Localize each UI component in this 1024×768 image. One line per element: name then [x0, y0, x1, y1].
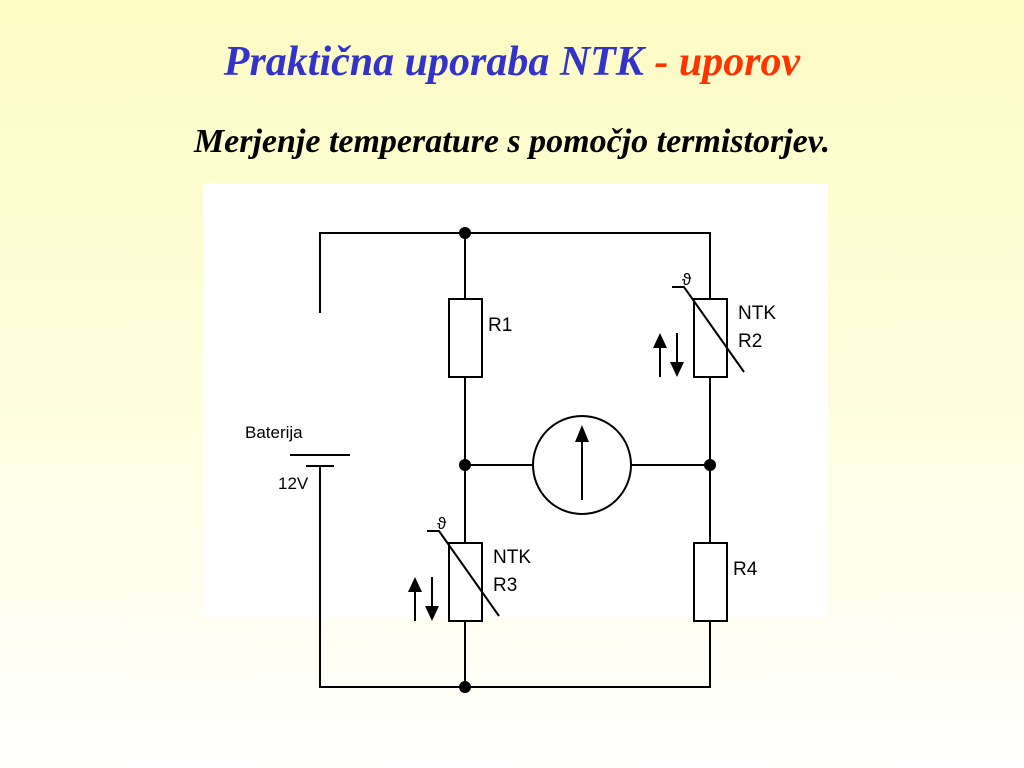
slide-title: Praktična uporaba NTK - uporov: [0, 38, 1024, 86]
junction-left-mid: [459, 459, 471, 471]
resistor-r1: R1: [448, 298, 512, 378]
junction-dots: [459, 227, 716, 693]
wires: [319, 232, 711, 688]
junction-top: [459, 227, 471, 239]
junction-bottom: [459, 681, 471, 693]
r3-ntc-diagonal: [427, 530, 500, 617]
r2-type-label: NTK: [738, 303, 776, 324]
title-separator: -: [643, 39, 679, 85]
r3-body: [448, 542, 483, 622]
title-main: Praktična uporaba NTK: [223, 39, 644, 85]
r3-theta-icon: ϑ: [437, 514, 447, 533]
r4-label: R4: [733, 559, 758, 580]
r3-up-down-arrows-icon: [408, 577, 439, 621]
r2-up-down-arrows-icon: [653, 333, 684, 377]
slide-subtitle: Merjenje temperature s pomočjo termistor…: [193, 123, 831, 160]
title-accent: uporov: [678, 39, 801, 85]
thermistor-r2: ϑ NTK R2: [653, 270, 776, 378]
r3-type-label: NTK: [493, 547, 531, 568]
battery: Baterija 12V: [245, 423, 350, 493]
r2-ntc-diagonal: [672, 286, 745, 373]
resistor-r4: R4: [693, 542, 758, 622]
galvanometer: [532, 415, 632, 515]
r2-theta-icon: ϑ: [682, 270, 692, 289]
up-arrow-gauge-icon: [575, 425, 589, 500]
r3-label: R3: [493, 575, 517, 596]
bottom-wire: [319, 466, 711, 688]
battery-voltage-label: 12V: [278, 474, 309, 493]
r2-label: R2: [738, 331, 762, 352]
battery-label: Baterija: [245, 423, 303, 442]
thermistor-r3: ϑ NTK R3: [408, 514, 531, 622]
r1-body: [448, 298, 483, 378]
r2-body: [693, 298, 728, 378]
top-wire: [319, 232, 711, 313]
r1-label: R1: [488, 315, 512, 336]
junction-right-mid: [704, 459, 716, 471]
r4-body: [693, 542, 728, 622]
